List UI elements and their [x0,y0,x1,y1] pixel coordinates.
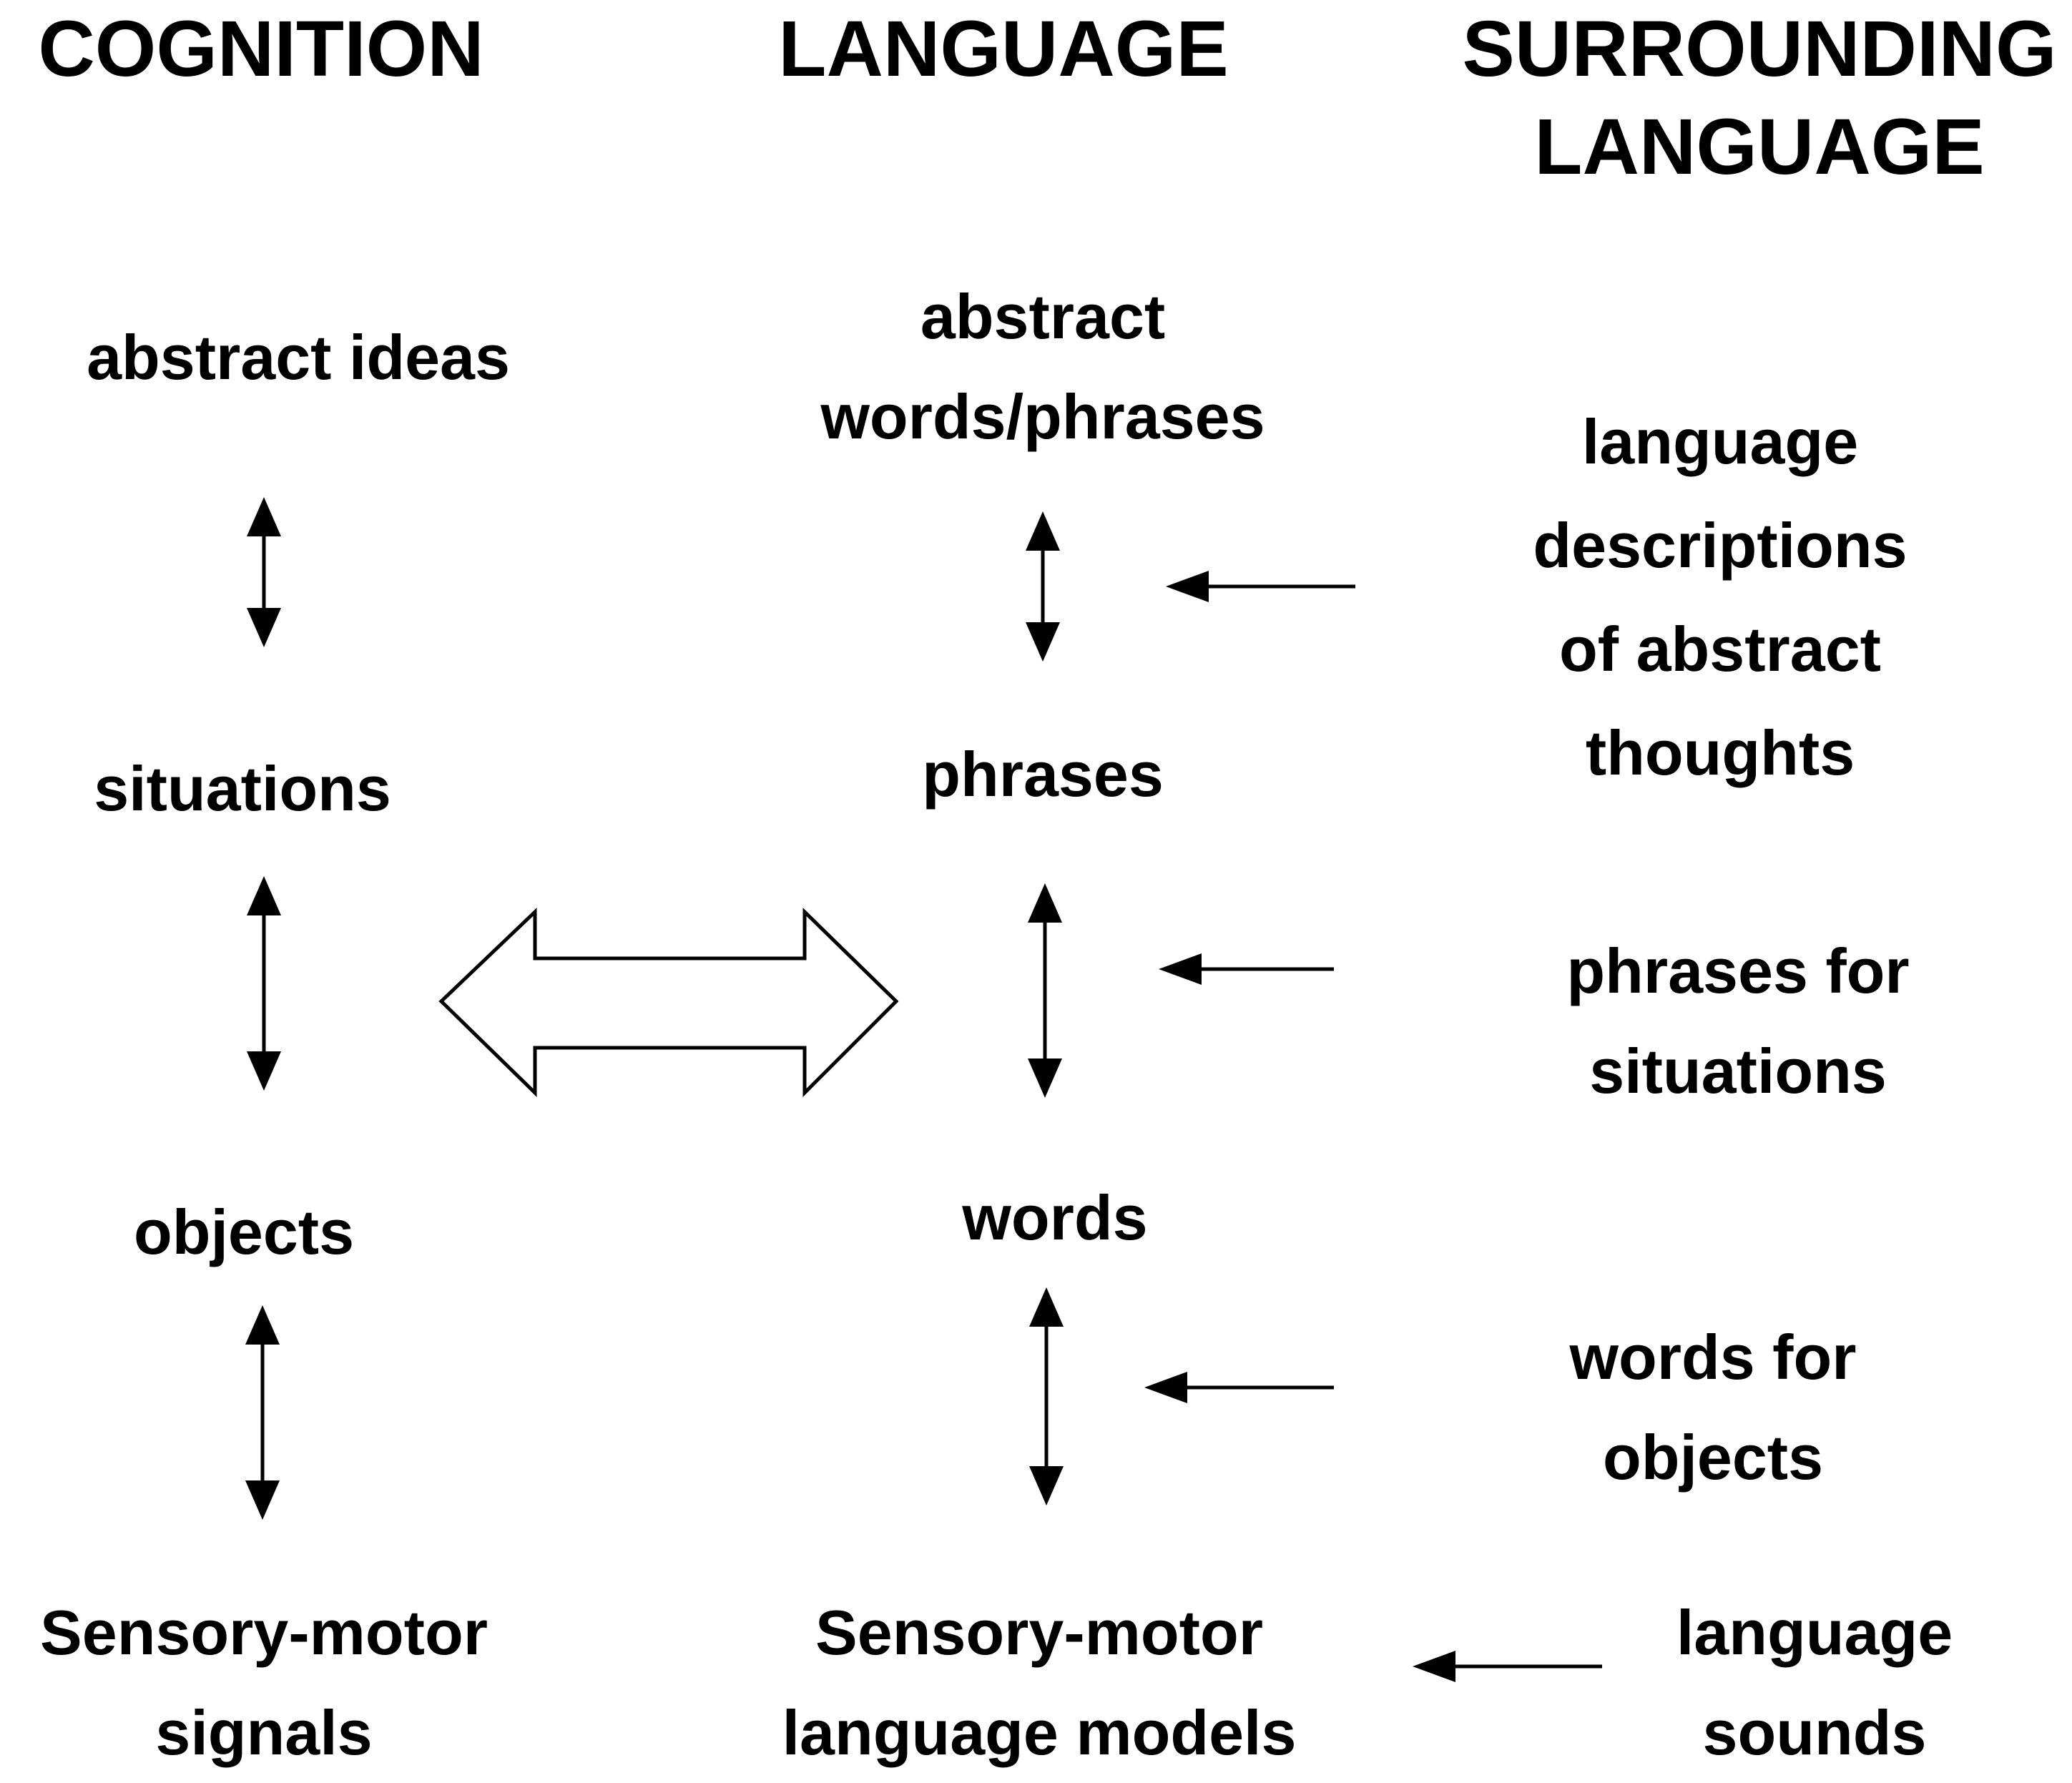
arrow-phrases-words [1028,883,1062,1098]
node-phrases: phrases [922,739,1164,810]
arrow-abstract-words-phrases [1026,511,1060,662]
node-sensory-motor-signals-line1: Sensory-motor [40,1597,488,1668]
node-words-for-objects-line2: objects [1602,1422,1824,1493]
arrow-descriptions-to-abstract [1166,571,1355,602]
arrow-situations-objects [247,876,281,1091]
node-words: words [962,1182,1148,1253]
node-language-sounds-line1: language [1676,1597,1953,1668]
header-surrounding-language-line1: SURROUNDING [1462,5,2057,93]
arrow-phrases-for-situations-to-language [1159,953,1334,985]
header-cognition: COGNITION [38,5,484,93]
node-language-descriptions-line2: descriptions [1533,510,1907,581]
node-sensory-motor-signals-line2: signals [155,1697,373,1768]
arrow-abstract-ideas-situations [247,497,281,647]
big-bidirectional-arrow [438,908,899,1098]
node-abstract-words-phrases-line2: words/phrases [820,381,1265,452]
node-phrases-for-situations-line1: phrases for [1566,935,1910,1006]
node-language-sounds-line2: sounds [1702,1697,1927,1768]
node-words-for-objects-line1: words for [1569,1322,1857,1392]
node-language-descriptions-line4: thoughts [1585,717,1855,788]
header-language: LANGUAGE [778,5,1229,93]
arrow-sounds-to-sensory-models [1413,1651,1602,1682]
node-abstract-words-phrases-line1: abstract [920,281,1166,352]
node-phrases-for-situations-line2: situations [1589,1036,1887,1106]
node-language-descriptions-line1: language [1581,406,1859,477]
arrow-objects-sensory-signals [245,1305,280,1520]
node-sensory-motor-language-models-line2: language models [782,1697,1297,1768]
node-situations: situations [94,753,391,824]
arrow-words-sensory-models [1029,1287,1064,1506]
node-objects: objects [133,1197,355,1267]
arrow-words-for-objects-to-language [1144,1372,1334,1403]
header-surrounding-language-line2: LANGUAGE [1534,103,1985,191]
node-language-descriptions-line3: of abstract [1559,614,1881,684]
node-sensory-motor-language-models-line1: Sensory-motor [815,1597,1263,1668]
node-abstract-ideas: abstract ideas [87,322,510,393]
